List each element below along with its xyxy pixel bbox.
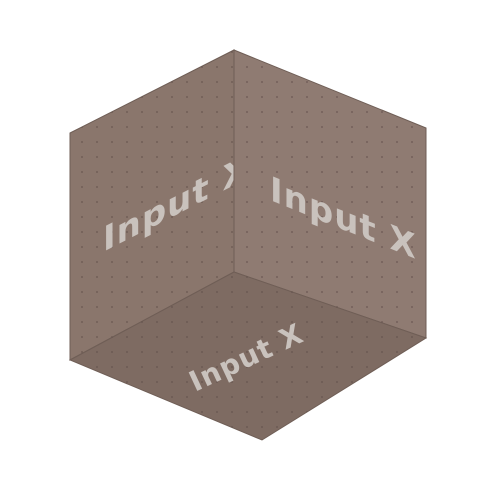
cube-face-bottom: Input X [68, 271, 428, 441]
cube-face-left: Input X [69, 49, 250, 361]
cube-face-right: Input X [233, 49, 427, 339]
